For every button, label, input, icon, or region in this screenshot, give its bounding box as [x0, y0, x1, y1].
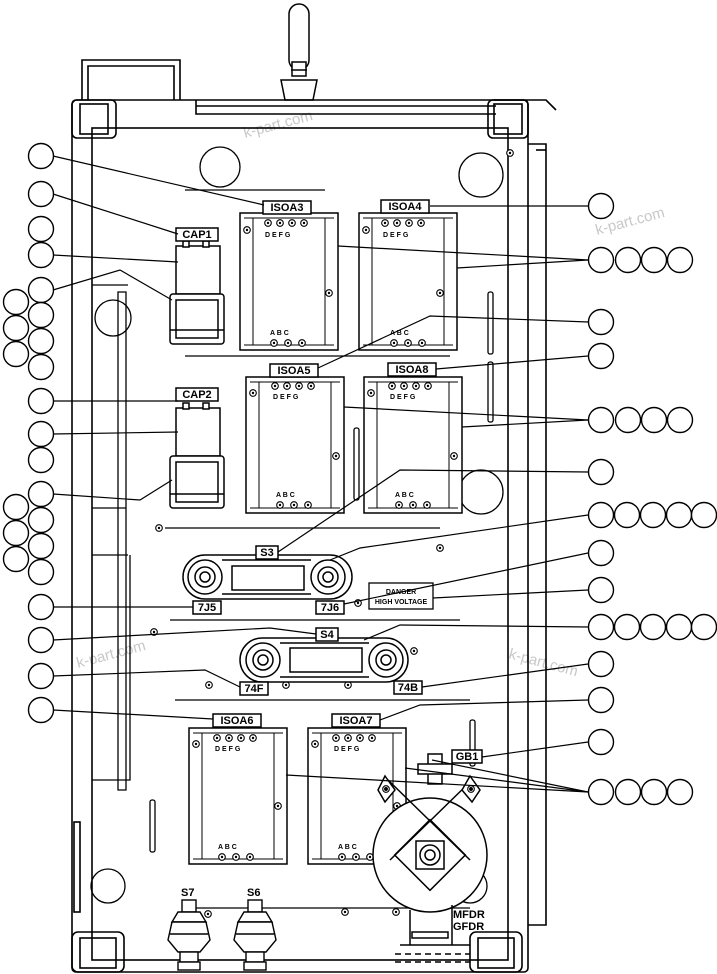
isoa4-label: ISOA4 [380, 199, 430, 214]
svg-text:ISOA3: ISOA3 [270, 202, 303, 214]
cap2-label: CAP2 [175, 387, 219, 402]
isoa7-label: ISOA7 [331, 713, 381, 728]
svg-text:ISOA5: ISOA5 [277, 365, 310, 377]
isoa3-terminal-labels-bottom: A B C [270, 330, 289, 337]
isoa8-terminal-labels-top: D E F G [390, 394, 416, 401]
s4-label: S4 [315, 627, 339, 642]
watermark-text: k-part.com [507, 645, 580, 680]
svg-text:CAP1: CAP1 [182, 229, 211, 241]
7j6-label: 7J6 [315, 600, 345, 615]
isoa5-label: ISOA5 [269, 363, 319, 378]
isoa6-module: D E F G A B C [188, 727, 288, 865]
svg-text:ISOA4: ISOA4 [388, 201, 422, 213]
s4-shunt [239, 637, 409, 683]
callout-balloons [2, 142, 717, 806]
isoa5-terminal-labels-bottom: A B C [276, 492, 295, 499]
svg-text:74B: 74B [398, 682, 418, 694]
s3-shunt [182, 554, 353, 600]
svg-text:ISOA8: ISOA8 [395, 364, 428, 376]
isoa6-label: ISOA6 [212, 713, 262, 728]
svg-text:ISOA7: ISOA7 [339, 715, 372, 727]
isoa3-terminal-labels-top: D E F G [265, 232, 291, 239]
isoa8-label: ISOA8 [387, 362, 437, 377]
isoa6-terminal-labels-bottom: A B C [218, 844, 237, 851]
svg-text:ISOA6: ISOA6 [220, 715, 253, 727]
s7-insulator [167, 899, 211, 971]
isoa3-module: D E F G A B C [239, 212, 339, 351]
s6-label: S6 [247, 887, 260, 899]
cap1-capacitor [169, 240, 225, 345]
svg-text:7J5: 7J5 [198, 602, 216, 614]
isoa4-module: D E F G A B C [358, 212, 458, 351]
svg-text:S4: S4 [320, 629, 334, 641]
s7-label: S7 [181, 887, 194, 899]
gb1-label: GB1 [451, 749, 483, 764]
74b-label: 74B [393, 680, 423, 695]
isoa7-terminal-labels-bottom: A B C [338, 844, 357, 851]
watermark-text: k-part.com [75, 637, 148, 672]
isoa5-module: D E F G A B C [245, 376, 345, 514]
74f-label: 74F [239, 681, 269, 696]
top-handle [280, 3, 318, 101]
isoa5-terminal-labels-top: D E F G [273, 394, 299, 401]
leader-lines [52, 155, 589, 793]
svg-text:CAP2: CAP2 [182, 389, 211, 401]
part-labels: ISOA3 ISOA4 CAP1 ISOA5 ISOA8 CAP2 S3 7J [175, 199, 485, 933]
svg-text:HIGH VOLTAGE: HIGH VOLTAGE [375, 599, 428, 606]
isoa4-terminal-labels-top: D E F G [383, 232, 409, 239]
gfdr-label: GFDR [453, 921, 484, 933]
watermark-text: k-part.com [242, 107, 315, 142]
gb1-assembly [372, 753, 488, 963]
svg-text:7J6: 7J6 [321, 602, 339, 614]
isoa6-terminal-labels-top: D E F G [215, 746, 241, 753]
isoa4-terminal-labels-bottom: A B C [390, 330, 409, 337]
isoa8-terminal-labels-bottom: A B C [395, 492, 414, 499]
cap2-capacitor [169, 402, 225, 509]
isoa3-label: ISOA3 [262, 200, 312, 215]
svg-text:GB1: GB1 [456, 751, 479, 763]
7j5-label: 7J5 [192, 600, 222, 615]
svg-text:74F: 74F [245, 683, 264, 695]
panel-housing [71, 59, 557, 973]
svg-text:S3: S3 [260, 547, 273, 559]
cap1-label: CAP1 [175, 227, 219, 242]
mfdr-label: MFDR [453, 909, 485, 921]
s3-label: S3 [255, 545, 279, 560]
isoa8-module: D E F G A B C [363, 376, 463, 514]
isoa7-terminal-labels-top: D E F G [334, 746, 360, 753]
s6-insulator [233, 899, 277, 971]
